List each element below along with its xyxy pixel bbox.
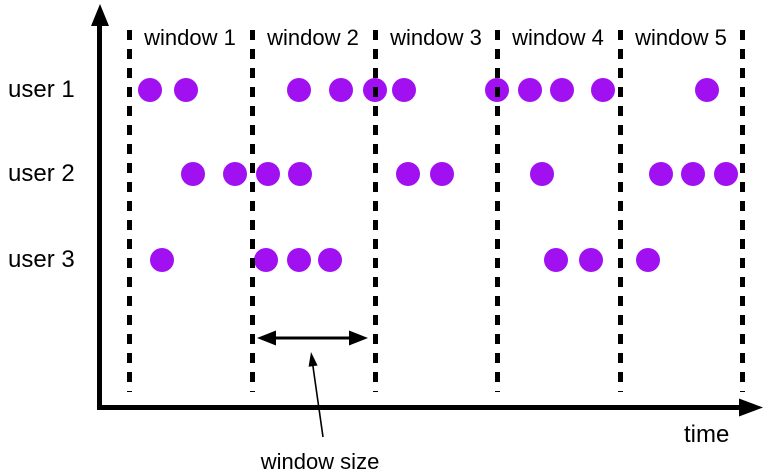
- window-size-arrow-right-head-icon: [349, 330, 368, 346]
- user-label: user 1: [8, 76, 75, 103]
- event-dot: [287, 78, 311, 102]
- y-axis-arrowhead-icon: [91, 4, 109, 26]
- window-label: window 2: [267, 25, 359, 50]
- user-label: user 2: [8, 160, 75, 187]
- window-boundary-line: [494, 30, 500, 392]
- event-dot: [181, 162, 205, 186]
- event-dot: [396, 162, 420, 186]
- window-label: window 5: [635, 25, 727, 50]
- x-axis-arrowhead-icon: [739, 398, 763, 417]
- window-label: window 4: [512, 25, 604, 50]
- event-dot: [392, 78, 416, 102]
- event-dot: [150, 248, 174, 272]
- event-dot: [579, 248, 603, 272]
- event-dot: [550, 78, 574, 102]
- event-dot: [329, 78, 353, 102]
- event-dot: [649, 162, 673, 186]
- window-boundary-line: [617, 30, 623, 392]
- window-boundary-line: [249, 30, 255, 392]
- annotation-arrow-line: [311, 362, 324, 438]
- window-size-label: window size: [260, 449, 380, 474]
- window-label: window 3: [390, 25, 482, 50]
- event-dot: [288, 162, 312, 186]
- window-size-arrow-left-head-icon: [257, 330, 276, 346]
- event-dot: [681, 162, 705, 186]
- event-dot: [544, 248, 568, 272]
- event-dot: [714, 162, 738, 186]
- event-dot: [591, 78, 615, 102]
- event-dot: [138, 78, 162, 102]
- event-dot: [287, 248, 311, 272]
- window-boundary-line: [739, 30, 745, 392]
- window-boundary-line: [372, 30, 378, 392]
- annotation-arrow-head-icon: [308, 352, 318, 367]
- event-dot: [174, 78, 198, 102]
- event-dot: [636, 248, 660, 272]
- event-dot: [430, 162, 454, 186]
- time-axis-label: time: [684, 421, 730, 448]
- event-dot: [518, 78, 542, 102]
- window-label: window 1: [144, 25, 236, 50]
- event-dot: [256, 162, 280, 186]
- event-dot: [318, 248, 342, 272]
- event-dot: [223, 162, 247, 186]
- event-dot: [530, 162, 554, 186]
- event-dot: [254, 248, 278, 272]
- window-boundary-line: [126, 30, 132, 392]
- user-label: user 3: [8, 246, 75, 273]
- event-dot: [695, 78, 719, 102]
